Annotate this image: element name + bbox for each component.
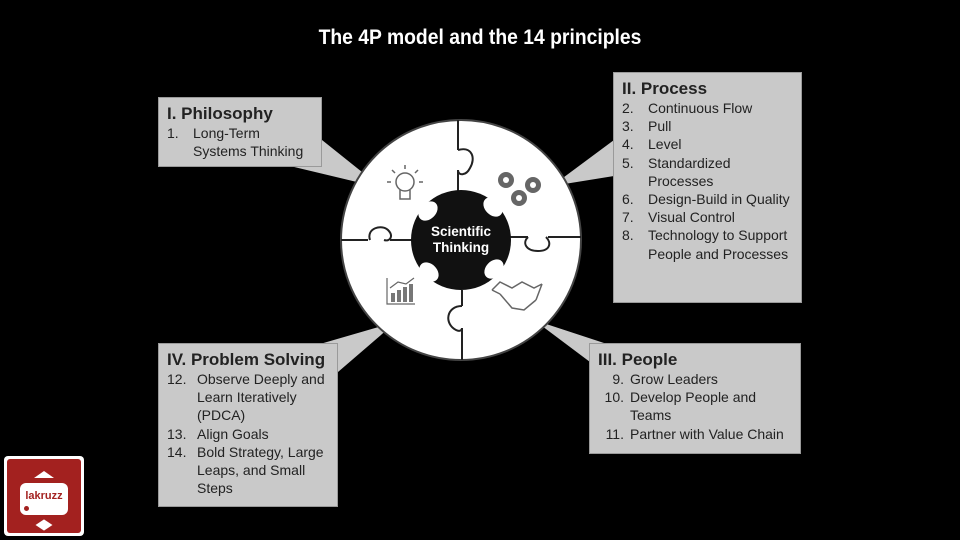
principle-item: 1.Long-Term Systems Thinking — [167, 125, 304, 160]
lakruzz-logo: lakruzz — [4, 456, 84, 536]
people-box: III. People 9.Grow Leaders 10.Develop Pe… — [589, 343, 801, 454]
principle-item: 2.Continuous Flow — [622, 100, 753, 116]
bar-chart-icon — [386, 277, 415, 305]
principle-item: 3.Pull — [622, 118, 672, 135]
principle-item: 6.Design-Build in Quality — [622, 191, 790, 208]
principle-item: 14.Bold Strategy, Large Leaps, and Small… — [167, 443, 324, 497]
principle-item: 9.Grow Leaders — [612, 371, 718, 387]
philosophy-heading: I. Philosophy — [167, 104, 273, 123]
pointer-problem — [320, 322, 396, 372]
principle-item: 12.Observe Deeply and Learn Iteratively … — [167, 371, 325, 424]
problem-solving-heading: IV. Problem Solving — [167, 350, 326, 369]
problem-solving-box: IV. Problem Solving 12.Observe Deeply an… — [158, 343, 338, 507]
principle-item: 7.Visual Control — [622, 209, 735, 226]
handshake-icon — [491, 281, 543, 311]
principle-item: 8.Technology to Support People and Proce… — [622, 227, 789, 262]
center-label-line2: Thinking — [433, 240, 489, 255]
logo-text: lakruzz — [25, 490, 63, 502]
principle-item: 5.Standardized Processes — [622, 154, 731, 189]
pointer-people — [534, 320, 604, 362]
people-heading: III. People — [598, 350, 678, 369]
philosophy-box: I. Philosophy 1.Long-Term Systems Thinki… — [158, 97, 322, 167]
principle-item: 11.Partner with Value Chain — [605, 425, 784, 442]
pointer-process — [552, 140, 614, 186]
center-label-line1: Scientific — [431, 224, 492, 239]
process-heading: II. Process — [622, 79, 708, 98]
principle-item: 13.Align Goals — [167, 425, 269, 442]
page-title: The 4P model and the 14 principles — [318, 26, 642, 49]
gears-icon — [498, 172, 541, 206]
process-box: II. Process 2.Continuous Flow 3.Pull 4.L… — [613, 72, 802, 303]
principle-item: 4.Level — [622, 136, 682, 153]
principle-item: 10.Develop People and Teams — [604, 389, 757, 424]
lightbulb-icon — [387, 165, 423, 200]
puzzle-circle: Scientific Thinking — [340, 119, 582, 361]
